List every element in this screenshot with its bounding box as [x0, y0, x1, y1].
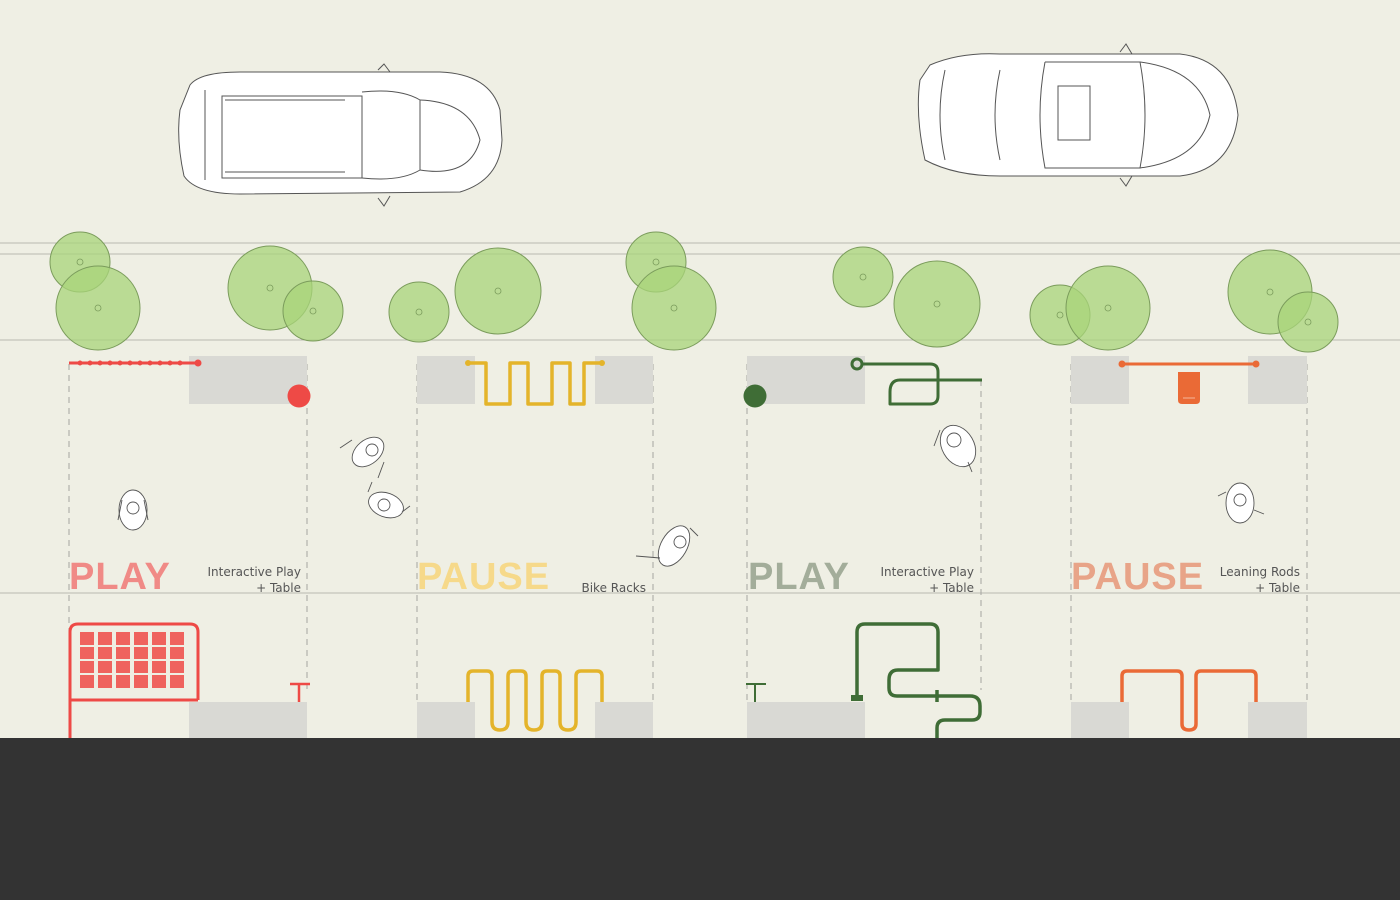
tree-icon — [893, 260, 981, 348]
pedestrian-icon — [635, 525, 699, 567]
module-2-caption: Bike Racks — [486, 564, 646, 596]
bike-rack-bottom-yellow — [466, 669, 604, 732]
play-frame-green — [855, 622, 982, 738]
leaning-rod-bottom-orange — [1120, 669, 1258, 732]
module-1-caption-line2: + Table — [256, 581, 301, 595]
pedestrian-icon — [339, 436, 385, 479]
module-2-caption-line1 — [486, 564, 646, 580]
play-rod-green — [850, 357, 982, 406]
pedestrian-icon — [367, 481, 411, 519]
module-2-caption-line2: Bike Racks — [581, 581, 646, 595]
plan-drawing — [0, 43, 1400, 738]
pedestrian-icon — [933, 424, 977, 473]
bike-rack-top-yellow — [468, 361, 602, 406]
tree-icon — [631, 265, 717, 351]
pedestrian-icon — [1217, 482, 1265, 524]
tree-row — [49, 231, 1339, 353]
module-4-title: PAUSE — [1071, 556, 1205, 598]
module-4-caption-line2: + Table — [1255, 581, 1300, 595]
play-frame-red — [68, 622, 310, 738]
module-1-caption: Interactive Play + Table — [141, 564, 301, 596]
table-top-green — [743, 384, 767, 408]
module-2-title: PAUSE — [417, 556, 551, 598]
footer-band — [0, 738, 1400, 900]
car-sedan-icon — [917, 43, 1239, 187]
module-3-caption-line1: Interactive Play — [880, 565, 974, 579]
table-top-red — [287, 384, 311, 408]
pedestrian-icon — [117, 489, 149, 531]
module-1-caption-line1: Interactive Play — [207, 565, 301, 579]
module-4-caption-line1: Leaning Rods — [1219, 565, 1300, 579]
play-rod-red — [69, 359, 202, 367]
module-3-caption-line2: + Table — [929, 581, 974, 595]
planters-bottom — [189, 702, 1307, 738]
street-plan-canvas: PLAY Interactive Play + Table PAUSE Bike… — [0, 0, 1400, 738]
car-suv-icon — [178, 63, 503, 207]
module-3-caption: Interactive Play + Table — [814, 564, 974, 596]
module-3-title: PLAY — [748, 556, 850, 598]
leaning-rod-top-orange — [1118, 360, 1260, 404]
tree-icon — [282, 280, 344, 342]
tree-icon — [832, 246, 894, 308]
tree-icon — [1277, 291, 1339, 353]
tree-icon — [454, 247, 542, 335]
tree-icon — [1065, 265, 1151, 351]
tree-icon — [388, 281, 450, 343]
module-1-title: PLAY — [69, 556, 171, 598]
module-4-caption: Leaning Rods + Table — [1140, 564, 1300, 596]
tree-icon — [55, 265, 141, 351]
